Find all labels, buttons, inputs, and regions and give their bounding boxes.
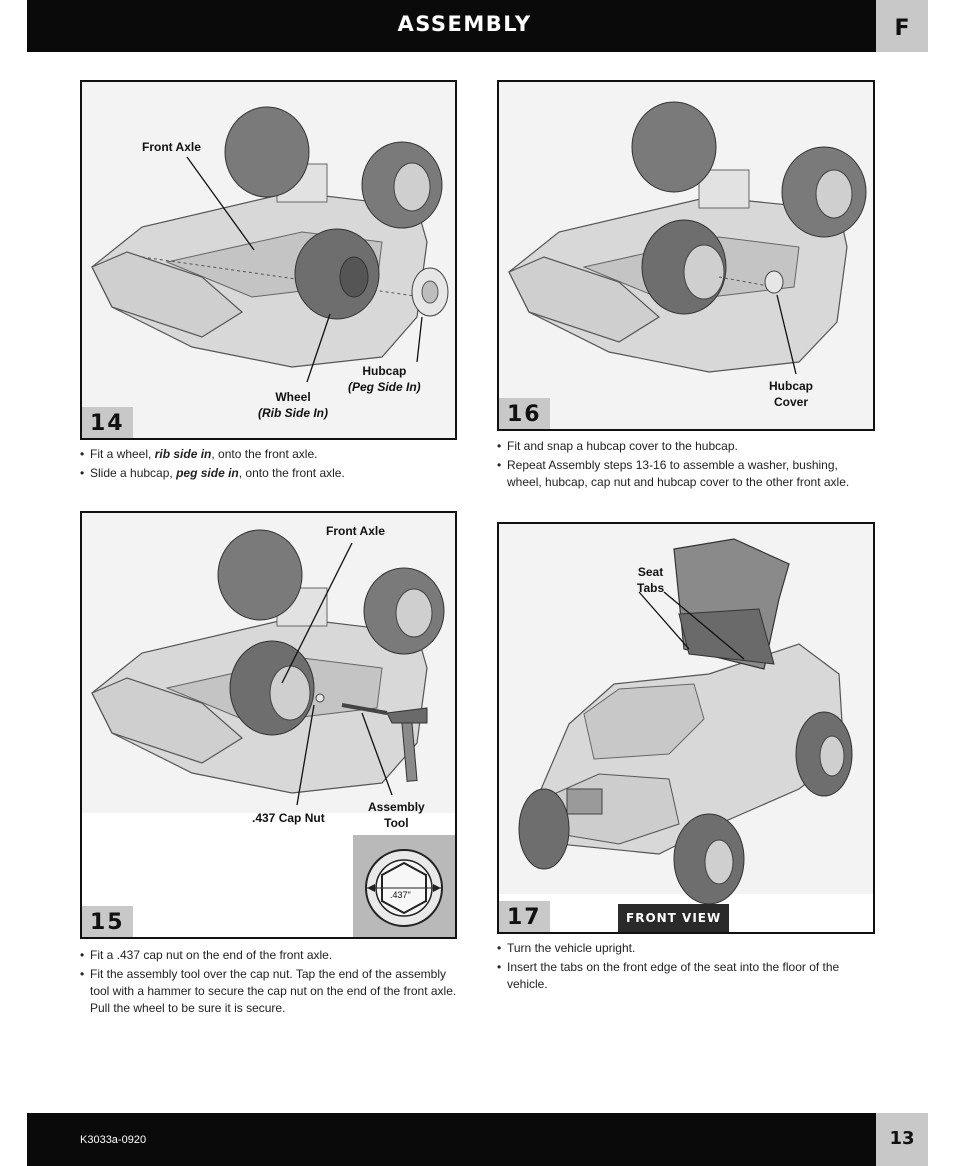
instruction: Fit a wheel, rib side in, onto the front…	[80, 446, 460, 463]
inset-size-label: .437"	[390, 890, 411, 900]
instruction: Repeat Assembly steps 13-16 to assemble …	[497, 457, 867, 491]
step-number: 16	[499, 398, 550, 429]
label-hubcap: Hubcap (Peg Side In)	[348, 364, 421, 394]
step-16-panel: Hubcap Cover 16	[497, 80, 875, 431]
step-14-illustration	[82, 82, 455, 438]
instruction: Turn the vehicle upright.	[497, 940, 867, 957]
page-number: 13	[876, 1113, 928, 1166]
step-17-panel: Seat Tabs FRONT VIEW 17	[497, 522, 875, 934]
label-cap-nut: .437 Cap Nut	[252, 811, 325, 825]
cap-nut-icon	[365, 849, 443, 927]
instruction: Fit the assembly tool over the cap nut. …	[80, 966, 458, 1017]
label-front-axle: Front Axle	[326, 524, 385, 538]
label-seat-tabs: Seat Tabs	[637, 565, 665, 595]
page-header: ASSEMBLY F	[27, 0, 928, 52]
step-number: 14	[82, 407, 133, 438]
front-view-badge: FRONT VIEW	[618, 904, 730, 932]
instruction: Fit and snap a hubcap cover to the hubca…	[497, 438, 867, 455]
step-16-instructions: Fit and snap a hubcap cover to the hubca…	[497, 438, 867, 493]
step-15-instructions: Fit a .437 cap nut on the end of the fro…	[80, 947, 458, 1019]
section-title: ASSEMBLY	[397, 12, 532, 36]
step-17-instructions: Turn the vehicle upright. Insert the tab…	[497, 940, 867, 995]
label-wheel: Wheel (Rib Side In)	[258, 390, 328, 420]
step-15-panel: Front Axle .437 Cap Nut Assembly Tool .4…	[80, 511, 457, 939]
cap-nut-inset: .437"	[353, 835, 455, 937]
label-hubcap-cover: Hubcap Cover	[769, 379, 814, 409]
instruction: Slide a hubcap, peg side in, onto the fr…	[80, 465, 460, 482]
step-14-instructions: Fit a wheel, rib side in, onto the front…	[80, 446, 460, 484]
instruction: Fit a .437 cap nut on the end of the fro…	[80, 947, 458, 964]
label-assembly-tool: Assembly Tool	[368, 800, 425, 830]
step-number: 15	[82, 906, 133, 937]
step-number: 17	[499, 901, 550, 932]
label-front-axle: Front Axle	[142, 140, 201, 154]
instruction: Insert the tabs on the front edge of the…	[497, 959, 867, 993]
page-footer: K3033a-0920 13	[27, 1113, 928, 1166]
document-code: K3033a-0920	[80, 1134, 147, 1146]
step-16-illustration	[499, 82, 873, 429]
section-tab: F	[876, 0, 928, 52]
step-15-illustration	[82, 513, 455, 813]
step-17-illustration	[499, 524, 873, 905]
step-14-panel: Front Axle Hubcap (Peg Side In) Wheel (R…	[80, 80, 457, 440]
